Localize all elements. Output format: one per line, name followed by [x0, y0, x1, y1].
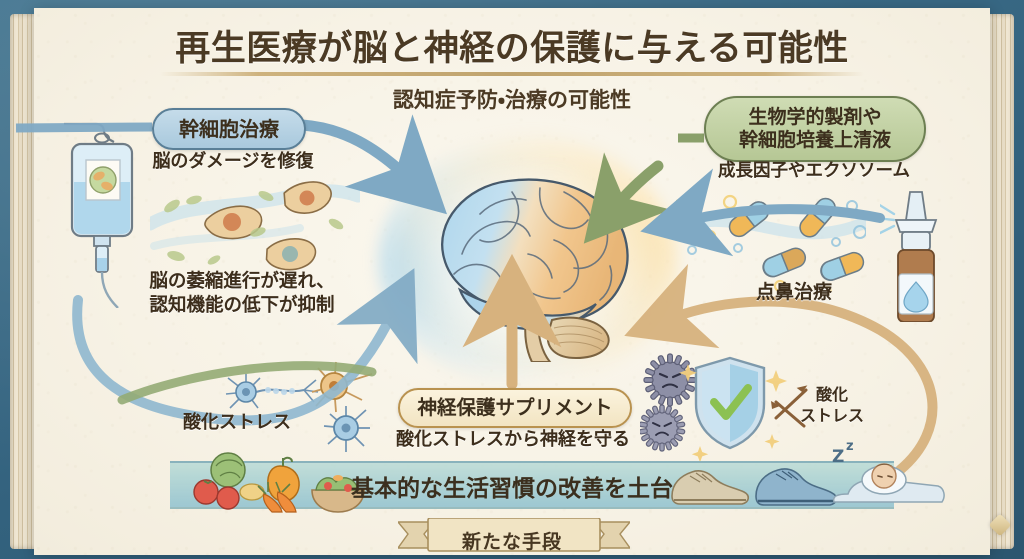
neuron-icon: [225, 361, 373, 452]
stem-cells-icon: [150, 181, 360, 271]
running-shoes-icon: [671, 468, 838, 506]
label-neuroprotective-supplement[interactable]: 神経保護サプリメント: [398, 388, 632, 428]
label-stem-cell-therapy[interactable]: 幹細胞治療: [152, 108, 306, 150]
vegetables-icon: [193, 452, 365, 513]
caption-biologics-factors: 成長因子やエクソソーム: [718, 161, 910, 181]
label-biologics-line2: 幹細胞培養上清液: [738, 129, 891, 151]
brain-illustration: [441, 178, 629, 362]
page-title: 再生医療が脳と神経の保護に与える可能性: [175, 29, 849, 69]
page-subtitle: 認知症予防・治療の可能性: [392, 88, 632, 112]
nasal-spray-icon: [880, 191, 938, 322]
label-nasal-treatment: 点鼻治療: [755, 281, 832, 303]
caption-stem-cell-repair: 脳のダメージを修復: [152, 151, 314, 172]
caption-stem-cell-outcome-line1: 脳の萎縮進行が遅れ、: [149, 271, 335, 292]
svg-text:Z: Z: [832, 447, 844, 467]
title-divider: [160, 72, 864, 76]
label-biologics[interactable]: 生物学的製剤や 幹細胞培養上清液: [704, 96, 926, 162]
iv-bag-icon: [64, 122, 134, 308]
sleeping-person-icon: Z z: [832, 442, 945, 503]
label-oxidative-stress-left: 酸化ストレス: [183, 412, 291, 433]
svg-text:z: z: [846, 442, 854, 454]
caption-supplement-protect: 酸化ストレスから神経を守る: [396, 429, 630, 450]
label-oxidative-stress-right-line2: ストレス: [799, 406, 864, 425]
ribbon-label: 新たな手段: [461, 531, 562, 553]
ribbon-banner: [398, 518, 630, 552]
label-oxidative-stress-right-line1: 酸化: [815, 385, 848, 404]
label-lifestyle-foundation: 基本的な生活習慣の改善を土台: [351, 476, 673, 502]
caption-stem-cell-outcome-line2: 認知機能の低下が抑制: [149, 295, 335, 316]
label-biologics-line1: 生物学的製剤や: [748, 105, 882, 128]
